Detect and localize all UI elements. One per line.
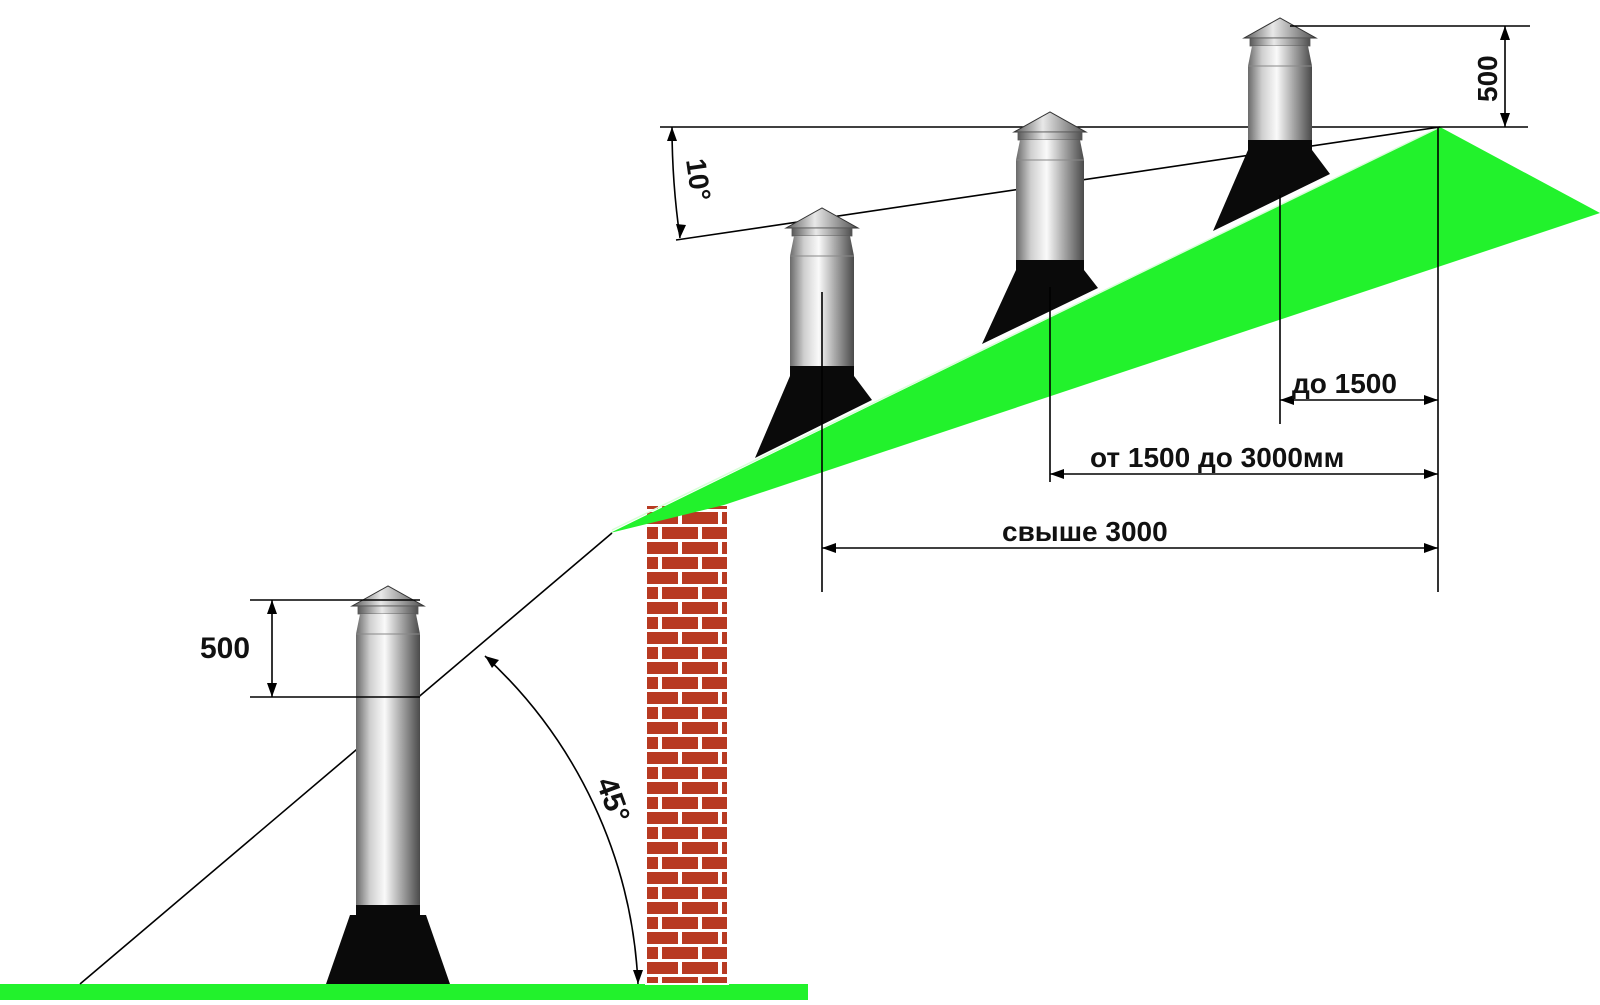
rain-cap-icon: [1012, 111, 1088, 141]
dim-500-left-label: 500: [200, 632, 250, 665]
dim-500-top-label: 500: [1472, 55, 1503, 102]
brick-wall: [645, 504, 729, 985]
ground-strip: [0, 984, 808, 1000]
dimension-500-left: [250, 599, 420, 698]
roof-edge-line: [611, 127, 1439, 531]
angle-45-arc: [484, 655, 643, 985]
chimney-pipe-icon: [982, 111, 1098, 344]
rain-cap-icon: [784, 207, 860, 237]
chimney-pipe-icon: [326, 585, 450, 984]
chimney-pipe-icon: [1213, 17, 1330, 231]
angle-10-label: 10°: [680, 157, 717, 203]
roof-slope: [610, 127, 1600, 533]
angle-10-arc: [667, 126, 686, 239]
up-to-1500-label: до 1500: [1292, 368, 1397, 399]
dimension-500-top: [1290, 25, 1530, 127]
rain-cap-icon: [1242, 17, 1318, 47]
over-3000-label: свыше 3000: [1002, 516, 1168, 547]
angle-45-label: 45°: [589, 773, 636, 827]
from-1500-to-3000-label: от 1500 до 3000мм: [1090, 442, 1344, 473]
horizontal-dimensions: [821, 127, 1439, 592]
angle-45-guide-line: [79, 532, 613, 985]
